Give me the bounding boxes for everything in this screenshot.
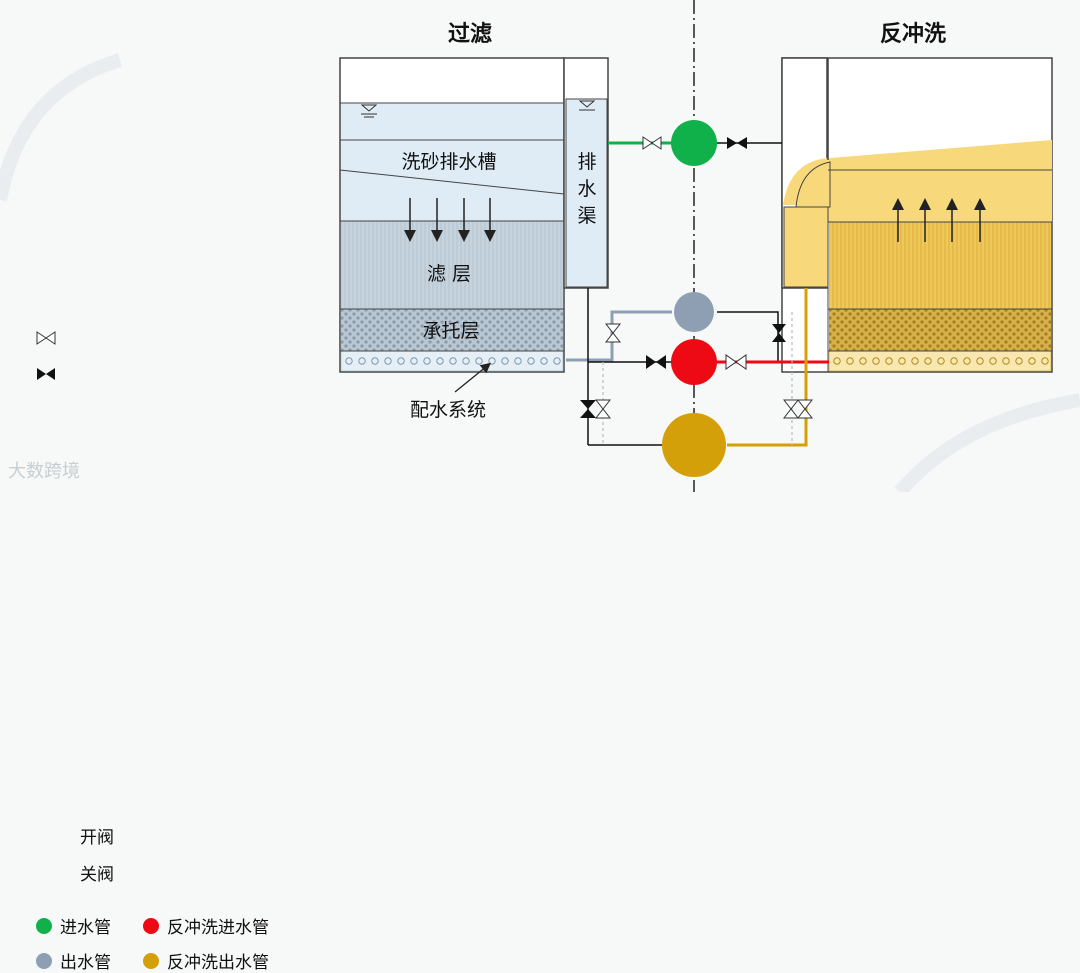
orifice-dot [1041, 357, 1049, 365]
green-dot-icon [36, 917, 52, 934]
open-valve-icon [796, 399, 814, 419]
orifice-dot [501, 357, 509, 365]
distribution-pipe [340, 350, 564, 372]
orifice-dot [488, 357, 496, 365]
orifice-dot [410, 357, 418, 365]
orifice-dot [358, 357, 366, 365]
bw-inlet-circle [671, 339, 717, 385]
orifice-dot [423, 357, 431, 365]
flow-up-arrows [892, 198, 986, 242]
legend-bw-outlet: 反冲洗出水管 [143, 948, 269, 973]
orifice-dot [924, 357, 932, 365]
orifice-dot [950, 357, 958, 365]
orifice-dot [514, 357, 522, 365]
orifice-dot [846, 357, 854, 365]
open-valve-icon [782, 399, 800, 419]
legend-bw-outlet-label: 反冲洗出水管 [167, 953, 269, 973]
water-level-icon [360, 104, 378, 118]
filter-tank: 洗砂排水槽 滤 层 承托层 [339, 57, 565, 373]
channel-label-2: 水 [577, 178, 596, 200]
legend-inlet-label: 进水管 [60, 918, 111, 938]
filter-layer-label: 滤 层 [427, 263, 471, 285]
orifice-dot [898, 357, 906, 365]
legend-inlet: 进水管 [36, 913, 111, 938]
filter-diagram: 洗砂排水槽 滤 层 承托层 排 水 渠 配水系统 [0, 0, 1080, 497]
backwash-tank [781, 57, 1053, 373]
distribution-pointer [454, 362, 492, 393]
watermark: 大数跨境 [8, 461, 80, 482]
outlet-pipe-closed [717, 311, 779, 362]
closed-valve-icon [580, 400, 596, 418]
orifice-dot [540, 357, 548, 365]
orifice-dot [1028, 357, 1036, 365]
open-valve-icon [604, 323, 622, 343]
orifice-dot [553, 357, 561, 365]
red-dot-icon [143, 917, 159, 934]
legend-outlet-label: 出水管 [60, 953, 111, 973]
bw-outlet-pipe [727, 288, 808, 447]
channel-label-3: 渠 [577, 205, 596, 227]
orifice-dot [872, 357, 880, 365]
legend-open-valve: 开阀 [80, 828, 114, 848]
outlet-pipe [566, 310, 672, 362]
water-level-icon [578, 100, 596, 111]
orifice-dot [397, 357, 405, 365]
orifice-dot [911, 357, 919, 365]
orifice-dot [1002, 357, 1010, 365]
open-valve-icon [594, 399, 612, 419]
flow-down-arrows [404, 198, 496, 242]
legend-open-valve-icon [36, 331, 56, 345]
closed-valve-icon [646, 355, 666, 369]
orifice-dot [475, 357, 483, 365]
orifice-dot [384, 357, 392, 365]
orifice-dot [937, 357, 945, 365]
orifice-dot [345, 357, 353, 365]
orifice-dot [1015, 357, 1023, 365]
orifice-dot [989, 357, 997, 365]
title-backwash: 反冲洗 [880, 22, 947, 47]
orifice-dot [527, 357, 535, 365]
wash-trough-slope [339, 169, 565, 195]
outlet-circle [674, 292, 714, 332]
orifice-dot [859, 357, 867, 365]
legend-closed-valve-icon [37, 368, 55, 380]
bg-arc [0, 53, 123, 202]
drain-channel: 排 水 渠 [563, 57, 609, 289]
bg-arc [894, 393, 1080, 497]
inlet-circle [671, 120, 717, 166]
bw-filter-layer [829, 222, 1051, 309]
distribution-label: 配水系统 [410, 399, 486, 421]
bw-distribution-pipe [828, 350, 1052, 372]
legend-closed-valve: 关阀 [80, 865, 114, 885]
wash-trough-label: 洗砂排水槽 [401, 151, 496, 173]
bw-outlet-circle [662, 413, 726, 477]
orifice-dot [436, 357, 444, 365]
orifice-dot [462, 357, 470, 365]
filter-layer [341, 221, 563, 309]
support-layer [341, 309, 563, 351]
open-valve-icon [642, 136, 662, 150]
orifice-dot [449, 357, 457, 365]
title-filtration: 过滤 [448, 22, 493, 47]
orifice-dot [371, 357, 379, 365]
legend-bw-inlet-label: 反冲洗进水管 [167, 918, 269, 938]
orifice-dot [963, 357, 971, 365]
gold-dot-icon [143, 952, 159, 969]
support-layer-label: 承托层 [422, 320, 479, 342]
legend-bw-inlet: 反冲洗进水管 [143, 913, 269, 938]
grey-dot-icon [36, 952, 52, 969]
closed-valve-icon [772, 324, 786, 342]
orifice-dot [885, 357, 893, 365]
open-valve-icon [725, 354, 747, 370]
legend-outlet: 出水管 [36, 948, 111, 973]
closed-valve-icon [727, 137, 747, 149]
channel-label-1: 排 [577, 151, 596, 173]
orifice-dot [833, 357, 841, 365]
bw-support-layer [829, 309, 1051, 351]
orifice-dot [976, 357, 984, 365]
